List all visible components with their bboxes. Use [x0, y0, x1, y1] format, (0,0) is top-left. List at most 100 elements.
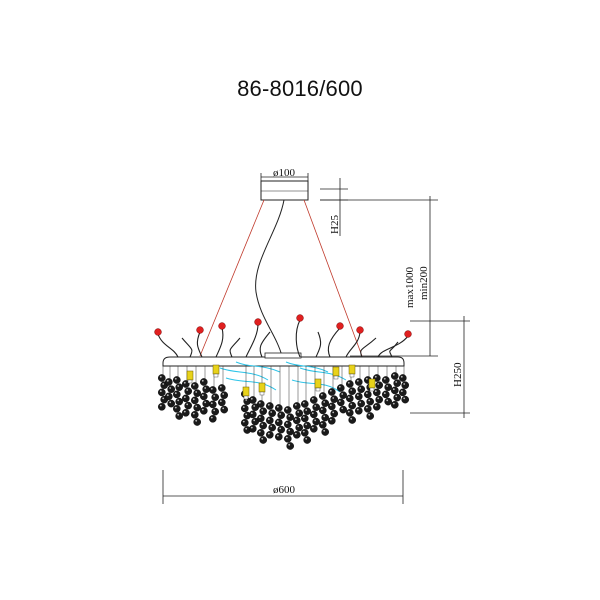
crystal-highlight [285, 422, 288, 425]
arm-12 [360, 337, 377, 358]
crystal-highlight [314, 419, 317, 422]
crystal-highlight [305, 409, 308, 411]
lamp-socket-5 [314, 378, 322, 392]
crystal-bead [240, 418, 249, 427]
arm-1 [157, 333, 179, 358]
crystal-bead [248, 396, 257, 404]
crystal-bead [268, 409, 277, 418]
crystal-highlight [359, 401, 362, 404]
crystal-bead [363, 404, 372, 413]
crystal-highlight [332, 397, 335, 399]
crystal-highlight [374, 375, 377, 378]
crystal-bead [345, 394, 354, 403]
crystal-highlight [356, 379, 359, 382]
crystal-highlight [323, 415, 326, 418]
crystal-highlight [242, 420, 245, 423]
crystal-strand-4 [181, 366, 192, 417]
lamp-socket-4 [258, 382, 266, 396]
crystal-bead [217, 384, 226, 392]
crystal-highlight [219, 400, 222, 403]
arm-3 [196, 331, 203, 358]
crystal-highlight [276, 405, 279, 408]
crystal-highlight [166, 379, 169, 382]
crystal-bead [199, 378, 208, 386]
crystal-highlight [386, 399, 389, 402]
crystal-highlight [383, 377, 386, 380]
crystal-highlight [297, 411, 300, 413]
arm-2 [181, 337, 193, 358]
crystal-highlight [341, 407, 344, 410]
crystal-highlight [250, 412, 253, 415]
crystal-strands [157, 366, 410, 450]
crystal-bead [193, 418, 201, 426]
crystal-bead [157, 402, 166, 411]
crystal-bead [193, 403, 201, 412]
crystal-highlight [270, 425, 273, 428]
arm-10 [327, 327, 341, 358]
crystal-highlight [392, 373, 395, 376]
crystal-highlight [332, 411, 335, 414]
crystal-bead [292, 402, 301, 410]
crystal-bead [248, 424, 257, 433]
crystal-bead [309, 424, 318, 433]
crystal-strand-25 [381, 366, 393, 406]
crystal-highlight [250, 397, 253, 400]
red-bead-2 [196, 326, 204, 334]
arm-6 [245, 323, 259, 358]
lamp-socket-6 [332, 366, 340, 380]
crystal-highlight [245, 413, 248, 416]
crystal-bead [309, 410, 318, 419]
red-bead-4 [254, 318, 262, 326]
crystal-strand-26 [390, 366, 402, 409]
crystal-highlight [195, 419, 198, 422]
red-bead-5 [296, 314, 304, 322]
crystal-bead [318, 420, 327, 429]
crystal-highlight [377, 397, 380, 400]
crystal-highlight [279, 413, 282, 415]
crystal-bead [265, 402, 274, 410]
red-bead-6 [336, 322, 344, 330]
crystal-highlight [245, 427, 248, 430]
crystal-highlight [159, 390, 162, 393]
crystal-bead [390, 400, 399, 409]
crystal-bead [321, 399, 330, 408]
crystal-highlight [392, 402, 395, 405]
arm-4 [215, 327, 224, 358]
crystal-highlight [386, 385, 389, 387]
crystal-highlight [267, 418, 270, 421]
crystal-bead [354, 392, 363, 401]
crystal-bead [184, 401, 192, 410]
glass-swirl-5 [235, 361, 281, 373]
crystal-bead [345, 380, 354, 388]
lamp-socket-3 [242, 386, 250, 400]
crystal-bead [259, 407, 268, 416]
crystal-bead [327, 416, 336, 425]
crystal-bead [295, 423, 304, 432]
crystal-bead [336, 398, 345, 407]
crystal-bead [172, 376, 181, 384]
crystal-bead [190, 410, 199, 419]
body-diameter-dimension: ø600 [162, 470, 404, 504]
crystal-highlight [192, 398, 195, 401]
crystal-strand-16 [300, 366, 312, 444]
crystal-bead [283, 420, 292, 429]
crystal-highlight [183, 381, 186, 384]
red-bead-7 [356, 326, 364, 334]
crystal-highlight [192, 383, 195, 386]
crystal-bead [274, 404, 283, 412]
crystal-highlight [253, 419, 256, 422]
crystal-bead [157, 374, 166, 382]
crystal-bead [164, 378, 173, 386]
crystal-highlight [374, 404, 377, 407]
crystal-highlight [311, 412, 314, 415]
crystal-bead [345, 408, 354, 417]
crystal-bead [286, 442, 295, 450]
crystal-bead [321, 428, 330, 436]
lamp-socket-2 [212, 364, 220, 378]
crystal-highlight [294, 403, 297, 406]
crystal-highlight [329, 418, 332, 421]
crystal-bead [265, 430, 274, 439]
crystal-bead [175, 397, 183, 406]
crystal-bead [240, 404, 249, 413]
